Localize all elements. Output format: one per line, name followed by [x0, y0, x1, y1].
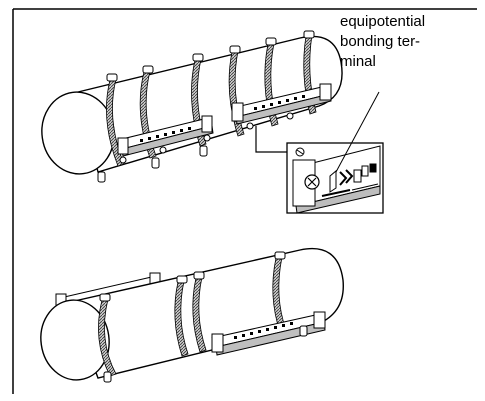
- callout-leader: [335, 91, 380, 173]
- top-rail-right: [231, 83, 332, 130]
- bonding-terminal-screw: [304, 174, 320, 190]
- figure-frame: [12, 8, 477, 394]
- detail-connector: [255, 126, 287, 153]
- detail-inset: [255, 91, 384, 214]
- bottom-rail-front: [211, 311, 326, 356]
- bottom-pipe-assembly: [40, 248, 344, 383]
- top-strap-feet: [97, 145, 208, 183]
- top-strap-clips: [106, 30, 315, 82]
- callout-label-equipotential-bonding-terminal: equipotential bonding ter- minal: [340, 13, 426, 70]
- detail-markings: [321, 163, 379, 197]
- top-rail-left: [117, 115, 214, 164]
- bottom-pipe-body: [69, 248, 344, 379]
- bottom-pipe-end: [40, 299, 110, 381]
- top-pipe-assembly: [41, 30, 343, 183]
- bottom-strap-clips: [99, 251, 308, 383]
